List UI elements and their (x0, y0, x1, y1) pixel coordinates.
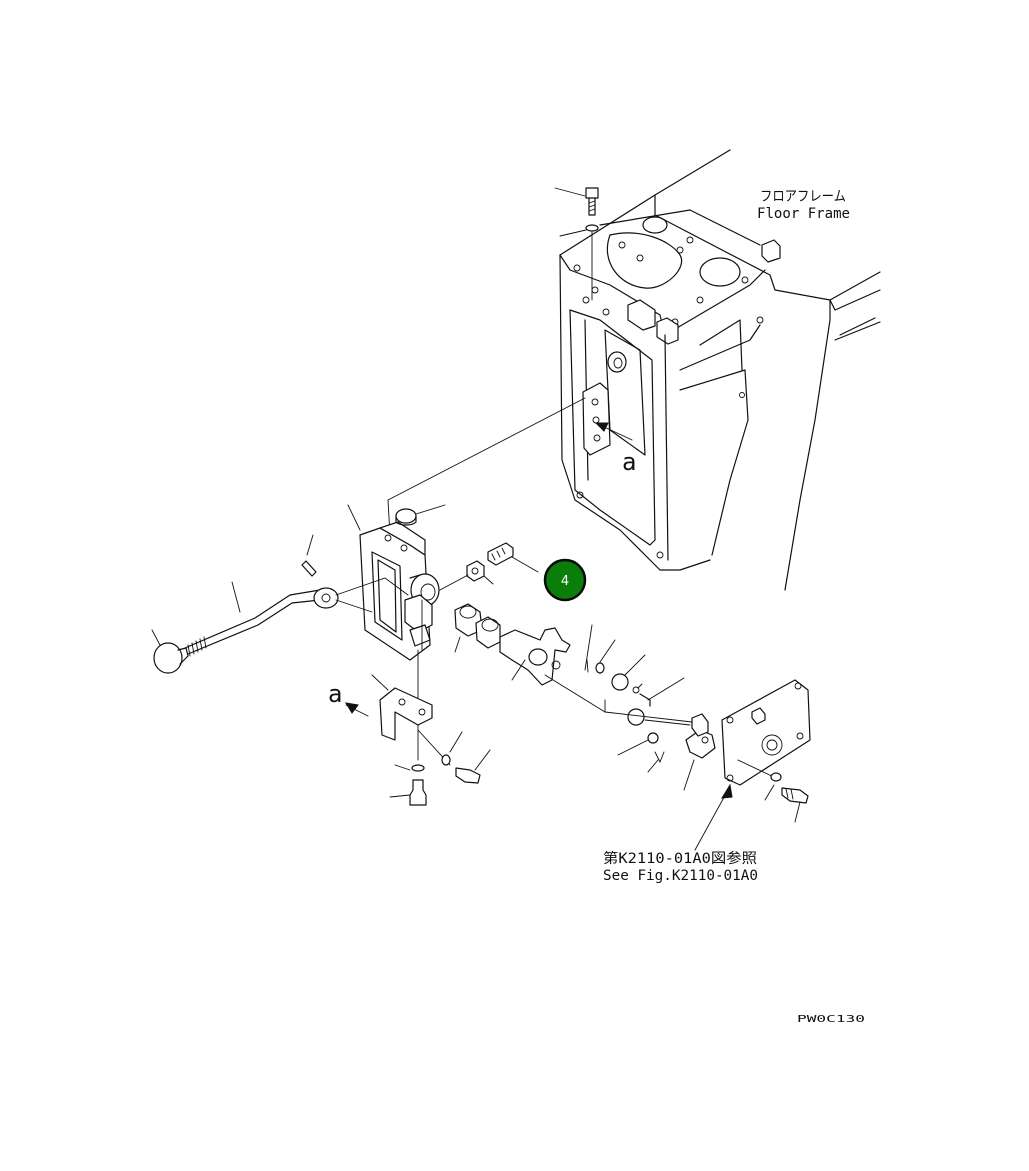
top-bolt-assembly (554, 187, 599, 301)
shaft-arm (499, 627, 606, 713)
control-lever (151, 534, 409, 674)
floor-frame-label-jp: フロアフレーム (760, 189, 846, 205)
linkage-small-parts (584, 624, 693, 773)
stopper-bracket (345, 674, 491, 806)
view-mark-a-top: a (622, 448, 636, 476)
bracket-bolt-nut (439, 542, 539, 591)
marker-number: 4 (561, 574, 569, 589)
callout-marker-4[interactable]: 4 (543, 558, 587, 602)
drawing-code: PW0C130 (797, 1014, 865, 1025)
see-fig-label-en: See Fig.K2110-01A0 (603, 868, 758, 884)
cover-plate-assembly (683, 679, 811, 851)
bushings (454, 603, 501, 653)
marker-circle[interactable] (543, 558, 587, 602)
view-mark-a-left: a (328, 680, 342, 708)
floor-frame (559, 149, 881, 591)
lever-bracket-assembly (347, 397, 586, 761)
see-fig-label-jp: 第K2110-01A0図参照 (603, 850, 757, 867)
floor-frame-label-en: Floor Frame (757, 206, 850, 222)
